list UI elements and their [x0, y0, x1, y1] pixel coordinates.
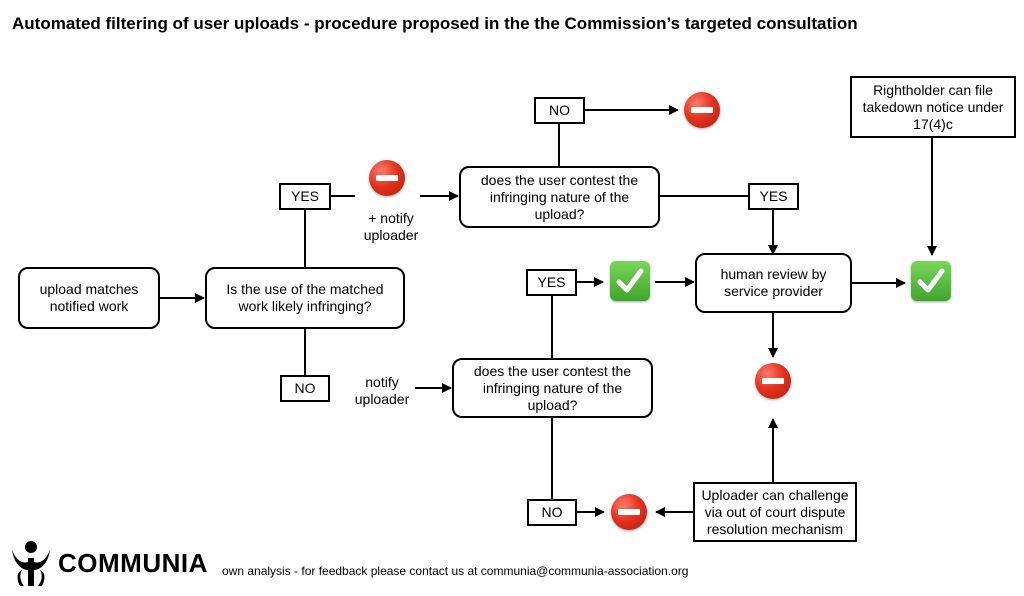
yes-mid-label: YES — [537, 274, 566, 290]
yes-right-label-box: YES — [748, 183, 799, 210]
yes-top-label: YES — [290, 188, 319, 204]
contest-top-node: does the user contest the infringing nat… — [459, 166, 660, 228]
likely-infringing-label: Is the use of the matched work likely in… — [226, 281, 384, 314]
no-entry-icon — [369, 160, 405, 196]
contest-top-label: does the user contest the infringing nat… — [480, 171, 639, 222]
no-entry-icon — [755, 363, 791, 399]
rightholder-label: Rightholder can file takedown notice und… — [862, 81, 1004, 132]
check-mark-icon — [610, 261, 650, 301]
uploader-challenge-label: Uploader can challenge via out of court … — [701, 486, 849, 537]
contest-bottom-label: does the user contest the infringing nat… — [473, 362, 632, 413]
human-review-label: human review by service provider — [720, 266, 827, 299]
contest-bottom-node: does the user contest the infringing nat… — [452, 358, 653, 418]
notify-uploader-label: notify uploader — [354, 374, 410, 407]
no-entry-icon — [611, 494, 647, 530]
notify-plus-label: + notify uploader — [363, 210, 419, 243]
no-entry-icon — [684, 92, 720, 128]
no-bottom-label: NO — [541, 504, 563, 520]
likely-infringing-node: Is the use of the matched work likely in… — [205, 267, 405, 329]
diagram-title: Automated filtering of user uploads - pr… — [12, 14, 858, 33]
no-top-label-box: NO — [534, 97, 585, 124]
upload-matches-label: upload matches notified work — [39, 281, 139, 314]
yes-top-label-box: YES — [279, 183, 331, 210]
yes-mid-label-box: YES — [526, 269, 577, 296]
rightholder-node: Rightholder can file takedown notice und… — [850, 76, 1016, 138]
human-review-node: human review by service provider — [695, 253, 852, 313]
upload-matches-node: upload matches notified work — [18, 267, 160, 329]
no-left-label: NO — [294, 380, 316, 396]
yes-right-label: YES — [759, 188, 788, 204]
footer-note: own analysis - for feedback please conta… — [222, 564, 689, 578]
check-mark-icon — [911, 261, 951, 301]
communia-logo-text: COMMUNIA — [58, 548, 208, 578]
no-bottom-label-box: NO — [527, 499, 577, 526]
no-left-label-box: NO — [280, 375, 330, 402]
uploader-challenge-node: Uploader can challenge via out of court … — [693, 482, 857, 542]
no-top-label: NO — [549, 102, 570, 118]
communia-logo-icon — [12, 541, 50, 586]
